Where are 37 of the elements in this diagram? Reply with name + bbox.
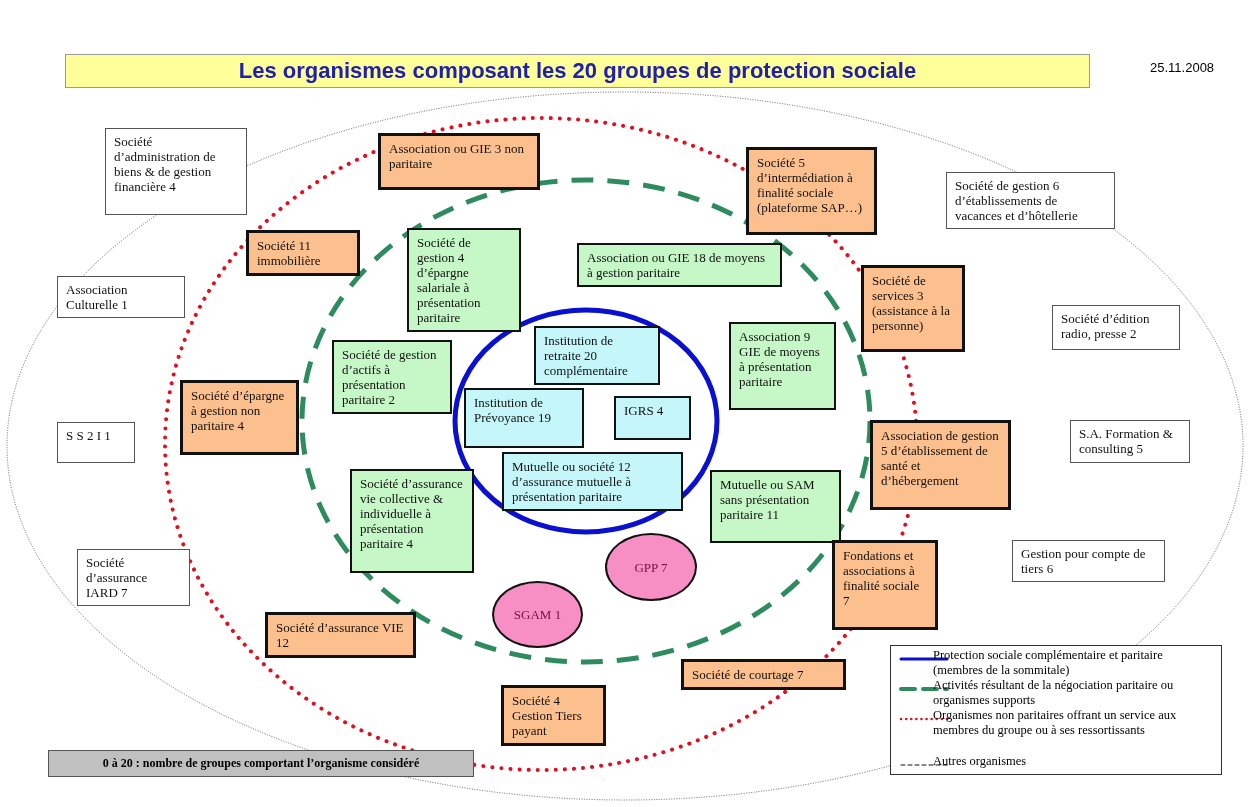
organization-ellipse: SGAM 1	[492, 581, 583, 648]
organization-box: Gestion pour compte de tiers 6	[1012, 540, 1165, 582]
organization-box: Société d’administration de biens & de gestion financière 4	[105, 128, 247, 215]
organization-box: Société d’assurance IARD 7	[77, 549, 190, 606]
organization-box: Société 11 immobilière	[246, 230, 360, 276]
organization-box: Société d’assurance vie collective & individuelle à présentation paritaire 4	[350, 469, 474, 573]
organization-box: Société d’épargne à gestion non paritaire 4	[180, 380, 299, 455]
organization-box: Association ou GIE 3 non paritaire	[378, 133, 540, 190]
note-banner: 0 à 20 : nombre de groupes comportant l’organisme considéré	[48, 750, 474, 777]
organization-box: Société de gestion 4 d’épargne salariale à présentation paritaire	[407, 228, 521, 332]
organization-box: Mutuelle ou SAM sans présentation paritaire 11	[710, 470, 841, 543]
organization-box: S S 2 I 1	[57, 422, 135, 463]
organization-box: S.A. Formation & consulting 5	[1070, 420, 1190, 463]
organization-box: Société 4 Gestion Tiers payant	[501, 685, 606, 746]
organization-box: Institution de Prévoyance 19	[464, 388, 584, 448]
organization-box: Société 5 d’intermédiation à finalité sociale (plateforme SAP…)	[746, 147, 877, 235]
organization-box: Association Culturelle 1	[57, 276, 185, 318]
organization-box: Société d’édition radio, presse 2	[1052, 305, 1180, 350]
organization-box: Mutuelle ou société 12 d’assurance mutuelle à présentation paritaire	[502, 452, 683, 511]
organization-box: Société d’assurance VIE 12	[265, 612, 416, 658]
legend-text: Autres organismes	[933, 754, 1028, 769]
organization-box: Fondations et associations à finalité sociale 7	[832, 540, 938, 630]
organization-box: Société de gestion 6 d’établissements de vacances et d’hôtellerie	[946, 172, 1115, 229]
organization-box: IGRS 4	[614, 396, 691, 440]
organization-box: Société de courtage 7	[681, 659, 846, 690]
organization-box: Association 9 GIE de moyens à présentation paritaire	[729, 322, 836, 410]
legend-text: Organismes non paritaires offrant un service aux membres du groupe ou à ses ressortissants	[933, 708, 1178, 738]
date-label: 25.11.2008	[1150, 60, 1215, 75]
organization-box: Société de gestion d’actifs à présentation paritaire 2	[332, 340, 452, 414]
title-banner: Les organismes composant les 20 groupes de protection sociale	[65, 54, 1090, 88]
organization-box: Institution de retraite 20 complémentaire	[534, 326, 660, 385]
organization-ellipse: GPP 7	[605, 533, 697, 601]
organization-box: Société de services 3 (assistance à la personne)	[861, 265, 965, 352]
organization-box: Association de gestion 5 d’établissement de santé et d’hébergement	[870, 420, 1011, 510]
legend-text: Activités résultant de la négociation paritaire ou organismes supports	[933, 678, 1175, 708]
legend-text: Protection sociale complémentaire et paritaire (membres de la sommitale)	[933, 648, 1164, 678]
organization-box: Association ou GIE 18 de moyens à gestion paritaire	[577, 243, 782, 287]
